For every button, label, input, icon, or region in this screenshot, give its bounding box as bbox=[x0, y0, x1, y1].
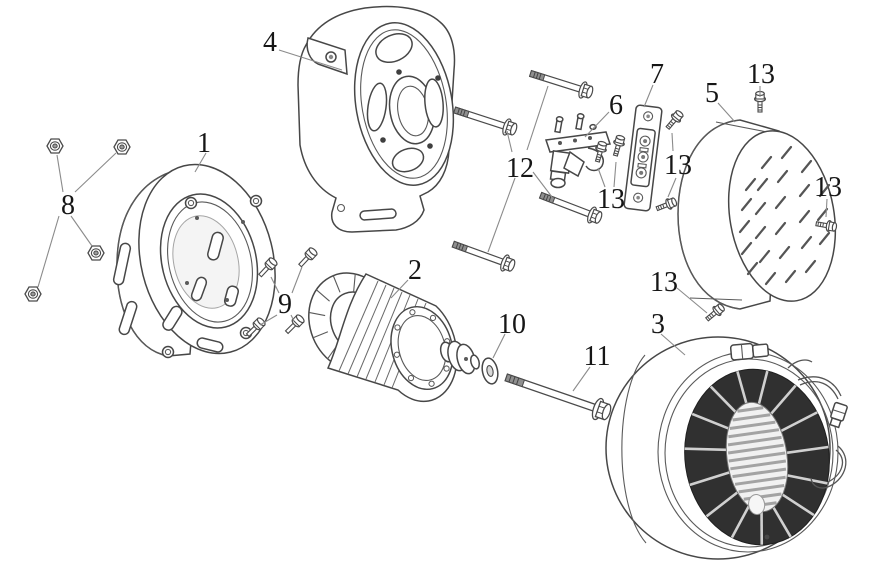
leader-lines bbox=[37, 49, 828, 392]
callout-8: 8 bbox=[61, 190, 75, 221]
callout-10: 10 bbox=[498, 309, 526, 340]
callout-5: 5 bbox=[705, 78, 719, 109]
callout-9: 9 bbox=[278, 289, 292, 320]
stator-part bbox=[605, 336, 848, 560]
terminal-plate-part bbox=[623, 104, 663, 212]
washer-part bbox=[481, 357, 499, 385]
rear-bracket-part bbox=[297, 5, 456, 233]
callout-7: 7 bbox=[650, 59, 664, 90]
stator-terminal-block bbox=[729, 342, 770, 361]
stator-connector bbox=[829, 401, 848, 429]
rotor-part bbox=[308, 272, 481, 403]
callout-6: 6 bbox=[609, 90, 623, 121]
callout-2: 2 bbox=[408, 255, 422, 286]
brush-holder-part bbox=[545, 113, 611, 189]
callout-1: 1 bbox=[197, 128, 211, 159]
callout-12: 12 bbox=[506, 153, 534, 184]
callout-13-top: 13 bbox=[747, 59, 775, 90]
callout-3: 3 bbox=[651, 309, 665, 340]
front-cover-part bbox=[112, 163, 276, 359]
callout-13-plate: 13 bbox=[664, 150, 692, 181]
callout-4: 4 bbox=[263, 27, 277, 58]
callout-11: 11 bbox=[584, 341, 611, 372]
end-cover-part bbox=[677, 119, 837, 310]
callout-13-brush: 13 bbox=[597, 184, 625, 215]
stator-wires bbox=[787, 359, 847, 489]
through-bolt-part bbox=[502, 366, 615, 425]
callout-13-stator: 13 bbox=[650, 267, 678, 298]
cover-vent-slots bbox=[738, 145, 831, 286]
stator-windings bbox=[684, 368, 830, 546]
callout-13-right: 13 bbox=[814, 172, 842, 203]
